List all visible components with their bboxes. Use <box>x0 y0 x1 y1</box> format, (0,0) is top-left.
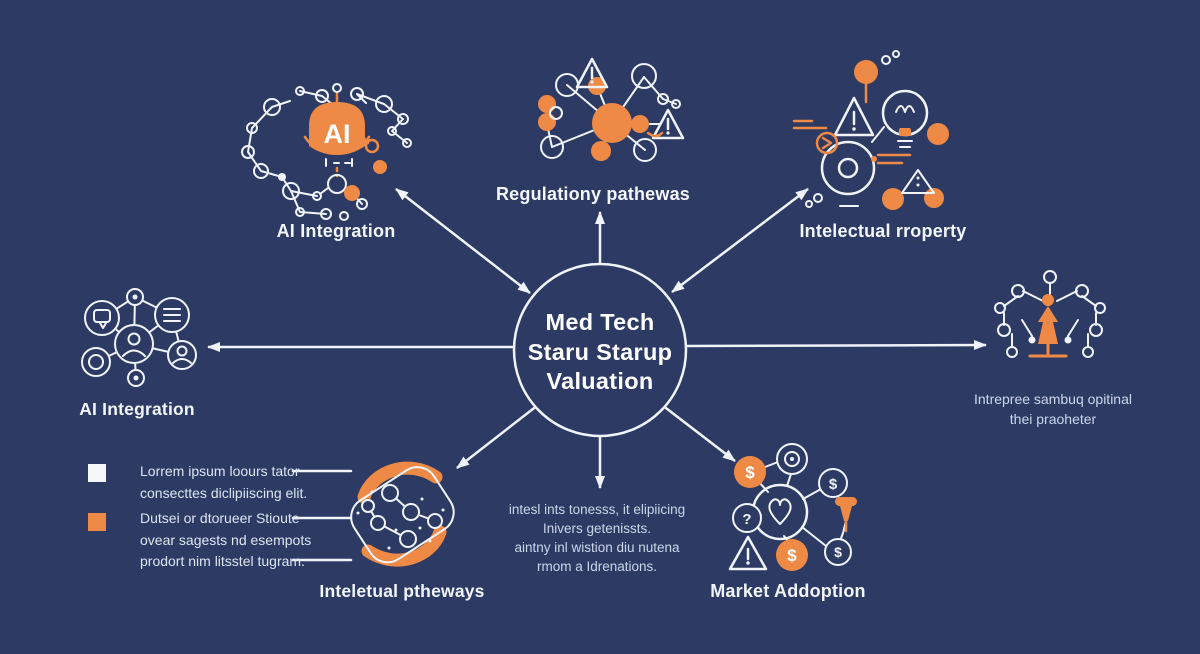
legend-rule-lines <box>291 469 353 562</box>
paragraph-line: Inivers getenissts. <box>542 521 652 536</box>
node-label-intellectual-property: Intelectual rroperty <box>799 221 967 241</box>
node-label-ai-integration-top: AI Integration <box>276 221 396 241</box>
hub-title: Med Tech Staru Starup Valuation <box>528 308 673 397</box>
dollar-sign: $ <box>787 546 797 565</box>
hub-title-line: Med Tech <box>545 309 655 335</box>
paragraph-line: aintny inl wistion diu nutena <box>514 540 680 555</box>
ai-chip-network-icon: AI <box>241 83 412 221</box>
legend-line: Dutsei or dtorueer Stioute <box>140 510 300 526</box>
sync-swirl-network-icon <box>350 461 455 567</box>
legend-line: prodort nim litsstel tugram. <box>140 553 305 569</box>
node-label-market-adoption: Market Addoption <box>710 581 866 601</box>
paragraph-line: rmom a Idrenations. <box>536 559 658 574</box>
question-mark: ? <box>742 511 751 528</box>
central-hub-circle <box>512 262 688 438</box>
legend-item-white-text: Lorrem ipsum loours tator consecttes dic… <box>140 461 307 504</box>
legend-item-orange-text: Dutsei or dtorueer Stioute ovear sagests… <box>140 508 311 573</box>
dollar-sign: $ <box>834 544 842 560</box>
right-node-caption: Intrepree sambuq opitinal thei praoheter <box>974 389 1132 429</box>
legend-line: ovear sagests nd esempots <box>140 531 312 548</box>
legend-swatch-white <box>88 464 106 482</box>
legend-line: consecttes diclipiiscing elit. <box>140 484 308 501</box>
rocket-network-icon <box>994 270 1106 358</box>
legend-graphics <box>88 464 353 562</box>
hub-title-line: Staru Starup <box>527 338 673 365</box>
regulatory-network-icon <box>538 57 685 162</box>
idea-patent-icon <box>792 50 949 210</box>
node-label-intellectual-pathways: Inteletual ptheways <box>319 581 485 601</box>
bottom-center-paragraph: intesl ints tonesss, it elipiicing Inive… <box>509 500 685 576</box>
spoke-arrows <box>207 188 987 489</box>
dollar-sign: $ <box>829 476 838 493</box>
money-network-icon: $ $ ? $ $ <box>728 443 857 571</box>
caption-line: Intrepree sambuq opitinal <box>974 391 1132 407</box>
people-network-icon <box>81 288 197 387</box>
node-label-regulatory-pathways: Regulationy pathewas <box>495 184 691 204</box>
legend-line: Lorrem ipsum loours tator <box>140 463 300 479</box>
caption-line: thei praoheter <box>1009 411 1097 427</box>
legend-swatch-orange <box>88 513 106 531</box>
ai-badge-text: AI <box>324 119 351 149</box>
node-label-ai-integration-left: AI Integration <box>79 399 195 419</box>
paragraph-line: intesl ints tonesss, it elipiicing <box>508 502 686 517</box>
hub-title-line: Valuation <box>546 368 654 394</box>
dollar-sign: $ <box>745 463 755 482</box>
